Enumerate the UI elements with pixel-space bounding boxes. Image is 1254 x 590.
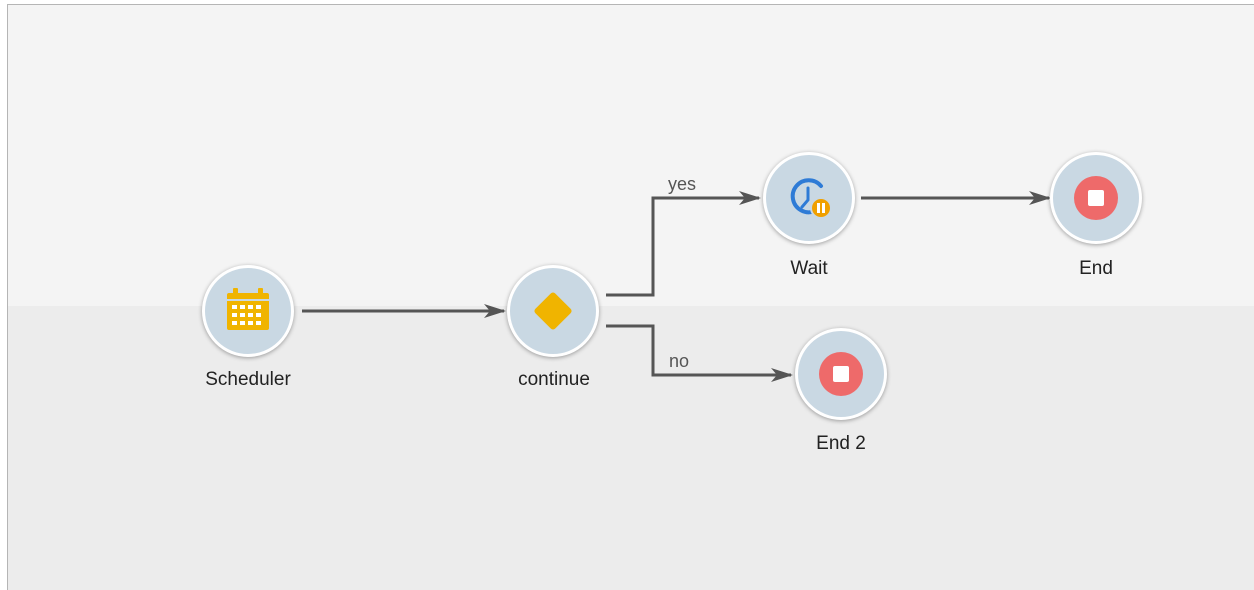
transition-label-yes: yes: [668, 174, 697, 194]
clock-pause-icon: [790, 178, 832, 219]
end2-label: End 2: [816, 433, 866, 454]
wait-label: Wait: [790, 258, 828, 279]
workflow-canvas[interactable]: Scheduler continue Wait End End 2 ye: [7, 4, 1254, 590]
calendar-icon: [227, 288, 269, 330]
continue-node[interactable]: [507, 265, 599, 357]
transitions-layer: [302, 191, 1051, 382]
stop-icon: [819, 352, 863, 396]
scheduler-node[interactable]: [202, 265, 294, 357]
transition-continue-to-wait[interactable]: [606, 191, 761, 297]
scheduler-label: Scheduler: [205, 369, 291, 390]
end-label: End: [1079, 258, 1113, 279]
stop-icon: [1074, 176, 1118, 220]
transition-continue-to-end2[interactable]: [606, 324, 793, 382]
end-node[interactable]: [1050, 152, 1142, 244]
transition-label-no: no: [669, 351, 690, 371]
continue-label: continue: [518, 369, 590, 390]
wait-node[interactable]: [763, 152, 855, 244]
diamond-test-icon: [534, 292, 572, 330]
canvas-lower-area: [8, 306, 1254, 590]
end2-node[interactable]: [795, 328, 887, 420]
